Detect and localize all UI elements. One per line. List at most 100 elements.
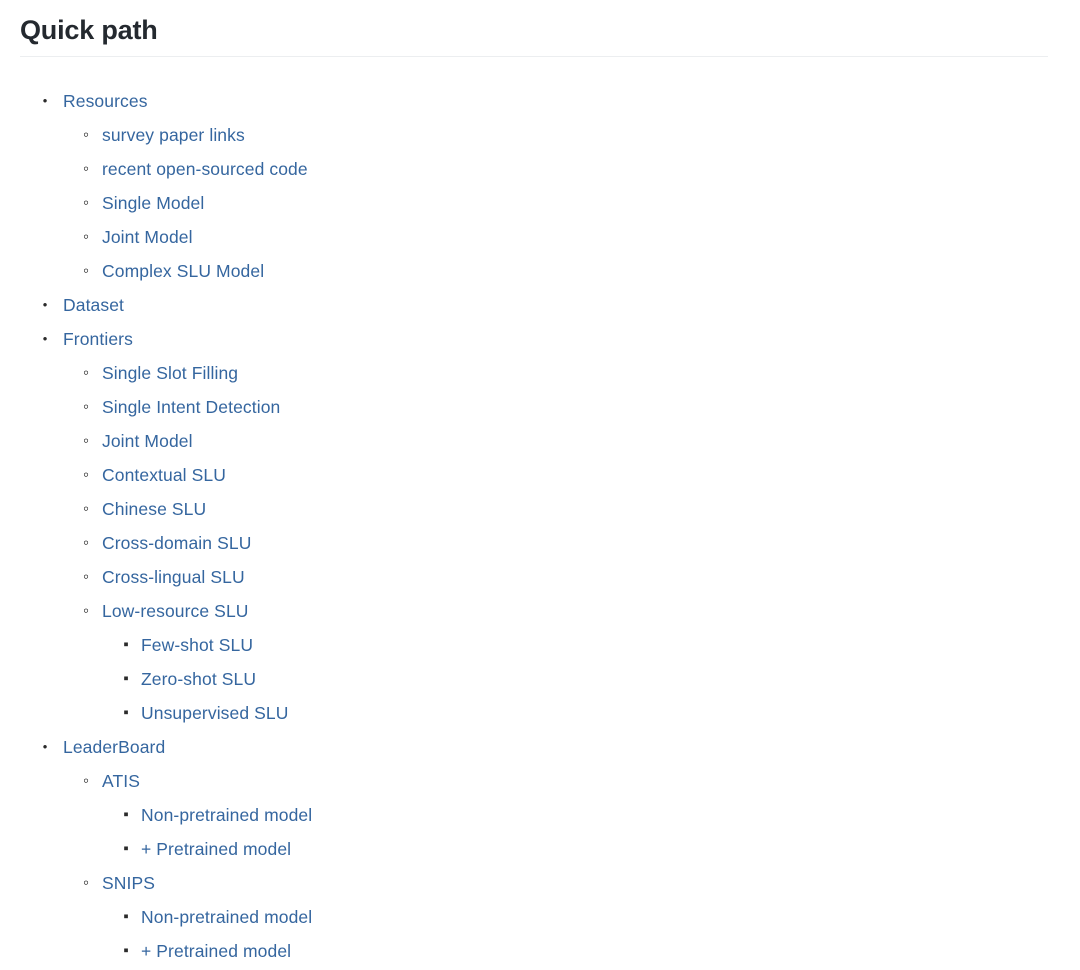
- square-bullet-icon: [119, 832, 133, 868]
- outline-row-few-shot-slu: Few-shot SLU: [0, 628, 1080, 662]
- circle-bullet-icon: [79, 492, 93, 527]
- outline-row-single-intent-detection: Single Intent Detection: [0, 390, 1080, 424]
- outline-row-atis: ATIS: [0, 764, 1080, 798]
- outline-row-chinese-slu: Chinese SLU: [0, 492, 1080, 526]
- outline-item: Joint Model: [0, 220, 1080, 254]
- outline-row-survey-paper-links: survey paper links: [0, 118, 1080, 152]
- circle-bullet-icon: [79, 526, 93, 561]
- outline-item: Zero-shot SLU: [0, 662, 1080, 696]
- outline-row-non-pretrained-model: Non-pretrained model: [0, 798, 1080, 832]
- outline-link-few-shot-slu[interactable]: Few-shot SLU: [141, 635, 254, 655]
- outline-link-zero-shot-slu[interactable]: Zero-shot SLU: [141, 669, 257, 689]
- outline-row-dataset: Dataset: [0, 288, 1080, 322]
- outline-link-atis[interactable]: ATIS: [102, 771, 140, 791]
- outline-link-non-pretrained-model[interactable]: Non-pretrained model: [141, 907, 313, 927]
- outline-row-joint-model: Joint Model: [0, 424, 1080, 458]
- disc-bullet-icon: [38, 84, 52, 118]
- outline-item: Chinese SLU: [0, 492, 1080, 526]
- outline-link-unsupervised-slu[interactable]: Unsupervised SLU: [141, 703, 289, 723]
- outline-item: Single Intent Detection: [0, 390, 1080, 424]
- outline-link-complex-slu-model[interactable]: Complex SLU Model: [102, 261, 265, 281]
- outline-link-non-pretrained-model[interactable]: Non-pretrained model: [141, 805, 313, 825]
- outline-row-resources: Resources: [0, 84, 1080, 118]
- outline-row-complex-slu-model: Complex SLU Model: [0, 254, 1080, 288]
- outline-item: Unsupervised SLU: [0, 696, 1080, 730]
- outline-link-frontiers[interactable]: Frontiers: [63, 329, 133, 349]
- square-bullet-icon: [119, 934, 133, 970]
- outline-row-non-pretrained-model: Non-pretrained model: [0, 900, 1080, 934]
- outline-link-resources[interactable]: Resources: [63, 91, 148, 111]
- outline-row-single-slot-filling: Single Slot Filling: [0, 356, 1080, 390]
- outline-row-recent-open-sourced-code: recent open-sourced code: [0, 152, 1080, 186]
- outline-link-single-model[interactable]: Single Model: [102, 193, 205, 213]
- outline-item: ATISNon-pretrained model + Pretrained mod…: [0, 764, 1080, 866]
- square-bullet-icon: [119, 662, 133, 698]
- outline-row-snips: SNIPS: [0, 866, 1080, 900]
- outline-sublist: Single Slot FillingSingle Intent Detecti…: [0, 356, 1080, 730]
- circle-bullet-icon: [79, 118, 93, 153]
- disc-bullet-icon: [38, 730, 52, 764]
- outline-row-leaderboard: LeaderBoard: [0, 730, 1080, 764]
- outline-link-low-resource-slu[interactable]: Low-resource SLU: [102, 601, 249, 621]
- outline-link-pretrained-model[interactable]: + Pretrained model: [141, 941, 292, 961]
- outline-sublist: survey paper links recent open-sourced co…: [0, 118, 1080, 288]
- outline-item: Dataset: [0, 288, 1080, 322]
- circle-bullet-icon: [79, 254, 93, 289]
- outline-link-pretrained-model[interactable]: + Pretrained model: [141, 839, 292, 859]
- square-bullet-icon: [119, 696, 133, 732]
- outline-item: Cross-domain SLU: [0, 526, 1080, 560]
- outline-item: Low-resource SLU Few-shot SLU Zero-shot SL…: [0, 594, 1080, 730]
- outline-item: Few-shot SLU: [0, 628, 1080, 662]
- outline-link-single-slot-filling[interactable]: Single Slot Filling: [102, 363, 239, 383]
- outline-sublist: Few-shot SLU Zero-shot SLU Unsupervised SL…: [0, 628, 1080, 730]
- outline-item: LeaderBoardATISNon-pretrained model+ Pre…: [0, 730, 1080, 968]
- outline-item: FrontiersSingle Slot FillingSingle Inten…: [0, 322, 1080, 730]
- outline-sublist: Non-pretrained model + Pretrained model: [0, 798, 1080, 866]
- circle-bullet-icon: [79, 220, 93, 255]
- outline-link-recent-open-sourced-code[interactable]: recent open-sourced code: [102, 159, 308, 179]
- outline-item: Contextual SLU: [0, 458, 1080, 492]
- outline-item: Single Slot Filling: [0, 356, 1080, 390]
- outline-link-chinese-slu[interactable]: Chinese SLU: [102, 499, 207, 519]
- outline-link-dataset[interactable]: Dataset: [63, 295, 125, 315]
- page-title: Quick path: [20, 15, 158, 45]
- circle-bullet-icon: [79, 764, 93, 799]
- square-bullet-icon: [119, 628, 133, 664]
- disc-bullet-icon: [38, 322, 52, 356]
- outline-item: recent open-sourced code: [0, 152, 1080, 186]
- outline-link-snips[interactable]: SNIPS: [102, 873, 156, 893]
- outline-link-single-intent-detection[interactable]: Single Intent Detection: [102, 397, 281, 417]
- circle-bullet-icon: [79, 866, 93, 901]
- outline-link-joint-model[interactable]: Joint Model: [102, 227, 193, 247]
- outline-link-cross-lingual-slu[interactable]: Cross-lingual SLU: [102, 567, 245, 587]
- circle-bullet-icon: [79, 152, 93, 187]
- outline-row-zero-shot-slu: Zero-shot SLU: [0, 662, 1080, 696]
- outline-item: Non-pretrained model: [0, 900, 1080, 934]
- outline-sublist: ATISNon-pretrained model+ Pretrained mod…: [0, 764, 1080, 968]
- outline-item: Complex SLU Model: [0, 254, 1080, 288]
- outline-link-cross-domain-slu[interactable]: Cross-domain SLU: [102, 533, 252, 553]
- circle-bullet-icon: [79, 560, 93, 595]
- outline-row-contextual-slu: Contextual SLU: [0, 458, 1080, 492]
- circle-bullet-icon: [79, 594, 93, 629]
- outline-link-joint-model[interactable]: Joint Model: [102, 431, 193, 451]
- outline-item: + Pretrained model: [0, 934, 1080, 968]
- outline-item: + Pretrained model: [0, 832, 1080, 866]
- outline-item: Cross-lingual SLU: [0, 560, 1080, 594]
- outline-link-survey-paper-links[interactable]: survey paper links: [102, 125, 245, 145]
- circle-bullet-icon: [79, 458, 93, 493]
- outline-item: Joint Model: [0, 424, 1080, 458]
- title-divider: [20, 56, 1048, 57]
- outline-row-cross-domain-slu: Cross-domain SLU: [0, 526, 1080, 560]
- outline-row-unsupervised-slu: Unsupervised SLU: [0, 696, 1080, 730]
- outline-link-contextual-slu[interactable]: Contextual SLU: [102, 465, 226, 485]
- outline-row-cross-lingual-slu: Cross-lingual SLU: [0, 560, 1080, 594]
- outline-row-frontiers: Frontiers: [0, 322, 1080, 356]
- disc-bullet-icon: [38, 288, 52, 322]
- outline-row-pretrained-model: + Pretrained model: [0, 832, 1080, 866]
- outline-item: Resources survey paper links recent open-s…: [0, 84, 1080, 288]
- circle-bullet-icon: [79, 390, 93, 425]
- outline-row-pretrained-model: + Pretrained model: [0, 934, 1080, 968]
- outline-link-leaderboard[interactable]: LeaderBoard: [63, 737, 166, 757]
